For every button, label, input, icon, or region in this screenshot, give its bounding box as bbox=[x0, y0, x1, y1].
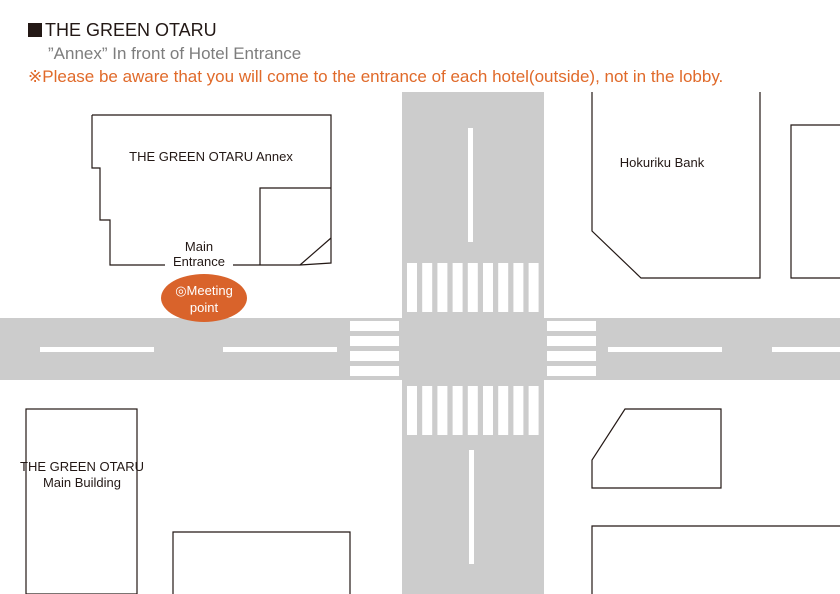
crosswalk-stripe bbox=[350, 321, 399, 331]
crosswalk-stripe bbox=[547, 336, 596, 346]
crosswalk-stripe bbox=[547, 366, 596, 376]
crosswalk-stripe bbox=[452, 263, 463, 312]
lane-line-west-2 bbox=[223, 347, 337, 352]
annex-building bbox=[91, 114, 332, 266]
main-building-label-2: Main Building bbox=[43, 475, 121, 490]
crosswalk-stripe bbox=[422, 263, 433, 312]
crosswalk-stripe bbox=[350, 366, 399, 376]
annex-outline bbox=[91, 114, 332, 266]
meeting-point-marker: ◎Meeting point bbox=[161, 274, 247, 322]
crosswalk-stripe bbox=[407, 386, 417, 435]
main-building bbox=[25, 408, 138, 594]
building-northeast bbox=[790, 124, 840, 279]
crosswalk-stripe bbox=[467, 386, 478, 435]
building-southeast-large bbox=[591, 525, 840, 594]
lane-markings bbox=[40, 128, 840, 564]
main-building-label-1: THE GREEN OTARU bbox=[20, 459, 144, 474]
meeting-point-ellipse bbox=[161, 274, 247, 322]
square-bullet-icon bbox=[28, 23, 42, 37]
crosswalk-stripe bbox=[513, 386, 524, 435]
main-entrance-label-1: Main bbox=[185, 239, 213, 254]
crosswalk-stripe bbox=[498, 263, 509, 312]
lane-line-east-1 bbox=[608, 347, 722, 352]
crosswalk-stripe bbox=[528, 386, 539, 435]
crosswalk-stripe bbox=[350, 351, 399, 361]
annex-chamfer bbox=[299, 237, 332, 266]
entrance-label-bg bbox=[165, 256, 233, 270]
crosswalk-stripe bbox=[422, 386, 433, 435]
crosswalk-north bbox=[407, 263, 539, 312]
annex-label: THE GREEN OTARU Annex bbox=[129, 149, 293, 164]
crosswalk-stripe bbox=[547, 321, 596, 331]
subtitle: ”Annex” In front of Hotel Entrance bbox=[48, 44, 302, 63]
crosswalk-stripe bbox=[498, 386, 509, 435]
building-south-center bbox=[172, 531, 351, 594]
title-text: THE GREEN OTARU bbox=[45, 20, 217, 40]
meeting-point-label-2: point bbox=[190, 300, 219, 315]
crosswalk-south bbox=[407, 386, 539, 435]
building-southeast-small bbox=[591, 408, 722, 489]
hokuriku-bank-building bbox=[591, 92, 761, 279]
crosswalk-west bbox=[350, 321, 399, 376]
crosswalk-stripe bbox=[483, 386, 493, 435]
roads bbox=[0, 92, 840, 594]
crosswalk-east bbox=[547, 321, 596, 376]
crosswalk-stripe bbox=[467, 263, 478, 312]
crosswalk-stripe bbox=[437, 386, 448, 435]
crosswalk-stripe bbox=[483, 263, 493, 312]
annex-wing bbox=[259, 187, 331, 265]
page-title: THE GREEN OTARU bbox=[28, 20, 217, 41]
crosswalk-stripe bbox=[513, 263, 524, 312]
crosswalk-stripe bbox=[407, 263, 417, 312]
lane-line-west-1 bbox=[40, 347, 154, 352]
crosswalk-stripe bbox=[547, 351, 596, 361]
crosswalk-stripe bbox=[350, 336, 399, 346]
hokuriku-bank-label: Hokuriku Bank bbox=[620, 155, 705, 170]
crosswalk-stripe bbox=[452, 386, 463, 435]
lane-line-north bbox=[468, 128, 473, 242]
lane-line-south bbox=[469, 450, 474, 564]
meeting-point-label-1: ◎Meeting bbox=[175, 283, 233, 298]
notice-text: ※Please be aware that you will come to t… bbox=[28, 67, 724, 86]
crosswalk-stripe bbox=[528, 263, 539, 312]
main-entrance-label-2: Entrance bbox=[173, 254, 225, 269]
crosswalk-stripe bbox=[437, 263, 448, 312]
lane-line-east-2 bbox=[772, 347, 840, 352]
